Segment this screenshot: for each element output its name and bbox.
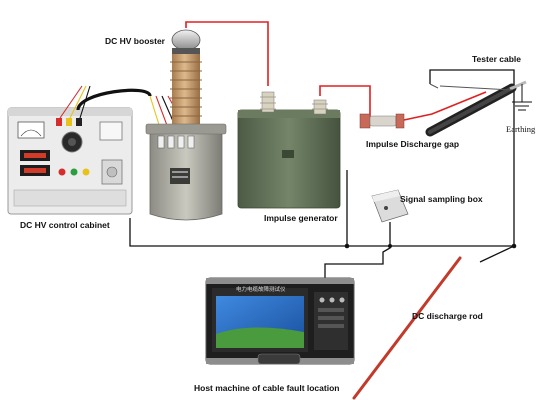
sampling-box [371,189,409,223]
label-cabinet: DC HV control cabinet [20,220,110,230]
hv-wires [185,21,487,121]
earthing-symbol [512,84,532,111]
bus-nodes [344,243,517,249]
label-booster: DC HV booster [105,36,165,46]
label-host-machine: Host machine of cable fault location [194,383,340,393]
control-cable [76,88,152,111]
label-tester-cable: Tester cable [472,54,521,64]
impulse-generator [237,91,341,209]
control-cabinet [7,107,133,215]
discharge-gap [359,113,405,129]
tester-cable [425,80,527,137]
screen-header: 电力电缆故障测试仪 [236,287,286,293]
ground-wires [129,69,515,288]
discharge-rod [352,256,462,400]
label-impulse-generator: Impulse generator [264,213,338,223]
host-machine [205,277,355,365]
label-discharge-rod: DC discharge rod [412,311,483,321]
label-discharge-gap: Impulse Discharge gap [366,139,460,149]
label-earthing: Earthing [506,124,536,134]
hv-booster [145,29,227,221]
label-sampling-box: Signal sampling box [400,194,483,204]
